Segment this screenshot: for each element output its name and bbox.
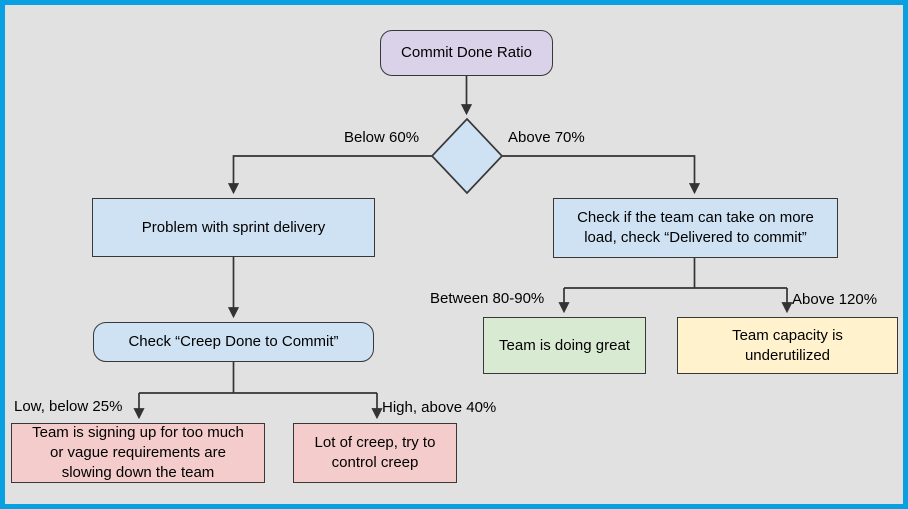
- node-problem-sprint-delivery-label: Problem with sprint delivery: [141, 218, 326, 236]
- edge-label-above-120: Above 120%: [792, 291, 878, 308]
- node-check-creep-done-to-commit: Check “Creep Done to Commit”: [93, 322, 374, 362]
- node-check-team-load-label: Check if the team can take on more load,…: [577, 209, 814, 246]
- node-check-creep-done-to-commit-label: Check “Creep Done to Commit”: [128, 333, 339, 350]
- edge-decision-to-problem: [227, 155, 432, 195]
- node-commit-done-ratio: Commit Done Ratio: [380, 30, 553, 76]
- node-team-capacity-underutilized-label: Team capacity is underutilized: [732, 326, 843, 364]
- edge-decision-to-check-load: [502, 155, 701, 195]
- edge-label-between-80-90: Between 80-90%: [430, 290, 545, 307]
- node-overcommitment-warning: Team is signing up for too much or vague…: [11, 423, 265, 483]
- node-control-creep-warning-label: Lot of creep, try to control creep: [314, 434, 436, 471]
- edge-label-low-below-25: Low, below 25%: [14, 398, 123, 415]
- edge-label-above-70: Above 70%: [508, 129, 585, 146]
- node-problem-sprint-delivery: Problem with sprint delivery: [92, 198, 375, 257]
- node-team-doing-great-label: Team is doing great: [499, 336, 630, 354]
- edge-label-high-above-40: High, above 40%: [382, 399, 497, 416]
- decision-diamond: [430, 117, 504, 195]
- node-team-doing-great: Team is doing great: [483, 317, 646, 374]
- node-check-team-load: Check if the team can take on more load,…: [553, 198, 838, 258]
- node-control-creep-warning: Lot of creep, try to control creep: [293, 423, 457, 483]
- node-overcommitment-warning-label: Team is signing up for too much or vague…: [32, 424, 244, 481]
- edge-label-below-60: Below 60%: [344, 129, 420, 146]
- node-commit-done-ratio-label: Commit Done Ratio: [401, 44, 532, 61]
- node-team-capacity-underutilized: Team capacity is underutilized: [677, 317, 898, 374]
